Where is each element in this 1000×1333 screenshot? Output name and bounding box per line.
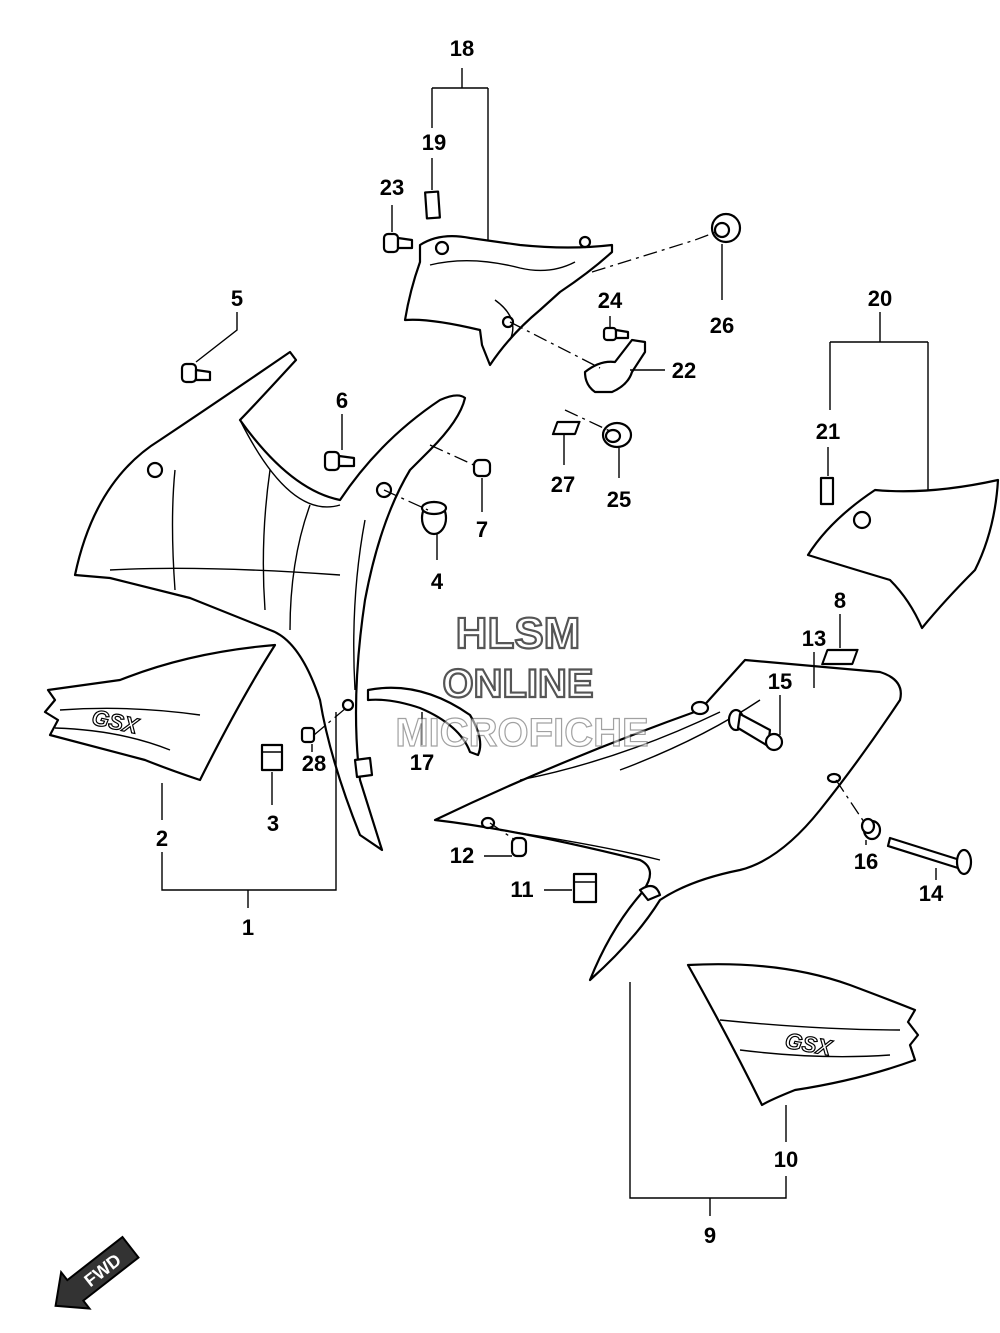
callout-24: 24 [598,288,623,313]
assembly-line [429,444,477,467]
callout-9: 9 [704,1223,716,1248]
callout-20: 20 [868,286,892,311]
callout-23: 23 [380,175,404,200]
callout-7: 7 [476,517,488,542]
callout-18: 18 [450,36,474,61]
callout-10: 10 [774,1147,798,1172]
part-14-bolt [886,836,973,876]
assembly-line [383,489,429,511]
watermark-line-3: MICROFICHE [395,711,648,755]
part-22-bracket [583,338,647,394]
assembly-line [564,409,613,433]
callout-5: 5 [231,286,243,311]
callout-leaders [161,68,937,1216]
part-4-cushion [420,500,448,536]
forward-arrow-icon: FWD [54,1235,140,1310]
callout-labels: 18 19 23 24 26 22 27 25 5 6 7 4 20 21 8 … [156,36,944,1248]
part-26-grommet [710,212,742,244]
assembly-line [591,231,717,273]
part-17-mesh-strip [366,686,482,757]
part-23-screw [382,232,414,254]
watermark-line-2: ONLINE [442,662,593,706]
callout-27: 27 [551,472,575,497]
part-24-screw [602,326,630,342]
part-15-bolt [727,708,784,752]
part-11-block [572,872,598,904]
part-9-side-cowling [433,658,902,982]
callout-22: 22 [672,358,696,383]
part-5-screw [180,362,212,384]
callout-25: 25 [607,487,631,512]
watermark-line-1: HLSM [456,609,581,658]
assembly-line [835,779,865,823]
part-12-screw [510,836,528,858]
callout-16: 16 [854,849,878,874]
watermark: HLSM ONLINE MICROFICHE [395,608,650,756]
callout-26: 26 [710,313,734,338]
callout-6: 6 [336,388,348,413]
callout-21: 21 [816,419,840,444]
part-7-nut [472,458,492,478]
part-21-label [819,476,835,506]
callout-8: 8 [834,588,846,613]
callout-4: 4 [431,569,444,594]
callout-11: 11 [510,877,533,902]
part-3-block [260,743,284,772]
callout-3: 3 [267,811,279,836]
callout-13: 13 [802,626,826,651]
callout-14: 14 [919,881,944,906]
part-10-decal-right: GSX [686,963,920,1107]
assembly-line [489,822,516,841]
callout-1: 1 [242,915,254,940]
part-6-screw [323,450,356,472]
callout-15: 15 [768,669,792,694]
callout-12: 12 [450,843,474,868]
part-25-grommet [601,421,633,449]
assembly-line [313,707,347,736]
part-20-side-piece [806,478,1000,630]
callout-2: 2 [156,826,168,851]
part-8-label [821,648,859,666]
part-1-upper-cowling [73,350,467,852]
callout-17: 17 [410,750,434,775]
callout-19: 19 [422,130,446,155]
part-18-upper-duct [403,235,614,367]
part-2-decal-left: GSX [43,643,277,782]
part-27-label [551,420,581,436]
part-19-label [424,190,441,220]
part-16-collar [860,817,882,841]
callout-28: 28 [302,751,326,776]
part-28-screw [300,726,316,744]
assembly-line [509,321,601,369]
